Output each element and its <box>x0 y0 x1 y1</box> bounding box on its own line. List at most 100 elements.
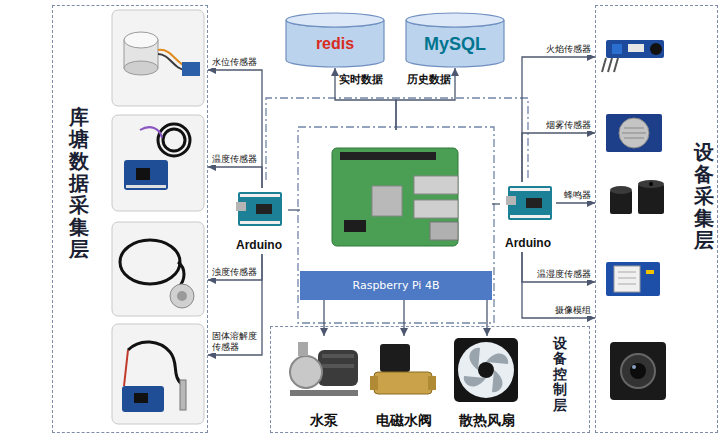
connector <box>556 202 595 203</box>
temperature-sensor-photo <box>112 115 204 211</box>
cooling-fan-photo <box>464 348 508 392</box>
layer-title: 库塘数据采集层 <box>69 106 89 260</box>
connector <box>522 133 595 182</box>
turbidity-sensor-photo <box>112 222 204 316</box>
database-cylinder: MySQL <box>405 12 505 68</box>
sensor-label: 火焰传感器 <box>546 44 591 55</box>
water-level-sensor-photo <box>112 10 204 106</box>
layer-band: 库塘数据采集层 <box>52 5 208 433</box>
temperature-sensor-photo <box>112 115 204 211</box>
smoke-sensor-photo <box>606 114 662 152</box>
turbidity-sensor-photo <box>120 240 180 284</box>
buzzer-photo <box>638 184 664 214</box>
humidity-sensor-photo <box>646 270 654 274</box>
arduino-board <box>510 215 550 218</box>
humidity-sensor-photo <box>606 262 660 296</box>
camera-photo <box>630 363 646 379</box>
water-level-sensor-photo <box>182 62 200 76</box>
connector <box>208 70 262 188</box>
cooling-fan-photo <box>454 338 518 402</box>
device-caption: Arduino <box>505 236 551 252</box>
raspberry-pi-board <box>332 148 458 246</box>
camera-photo <box>610 342 666 400</box>
connector <box>208 254 262 280</box>
water-pump-photo <box>322 364 354 368</box>
buzzer-photo <box>638 180 664 188</box>
flame-sensor-photo <box>612 44 622 54</box>
connector <box>288 209 300 210</box>
camera-photo <box>632 365 636 369</box>
layer-band: 设备控制层水泵 电磁水阀散热风扇 <box>270 326 590 433</box>
data-flow-label: 历史数据 <box>407 73 451 86</box>
connector <box>335 68 396 130</box>
turbidity-sensor-photo <box>112 222 204 316</box>
sensor-label: 温度传感器 <box>212 154 260 165</box>
sensor-label: 浊度传感器 <box>212 267 260 278</box>
water-pump-photo <box>322 354 354 358</box>
arduino-board <box>506 196 516 205</box>
temperature-sensor-photo <box>124 160 168 190</box>
device-caption: 水泵 <box>310 412 338 431</box>
connector <box>492 203 500 204</box>
tds-sensor-photo <box>124 350 128 386</box>
humidity-sensor-photo <box>606 262 660 296</box>
water-pump-photo <box>290 342 358 396</box>
device-node: 水泵 <box>283 336 365 431</box>
water-pump-photo <box>318 350 358 386</box>
camera-photo <box>621 354 655 388</box>
arduino-board <box>236 202 246 211</box>
arduino-board <box>510 188 550 191</box>
flame-sensor-photo <box>650 43 662 55</box>
buzzer-photo <box>649 182 653 186</box>
cylinder-outline <box>286 13 384 27</box>
connector <box>522 252 595 282</box>
board-name-bar: Raspberry Pi 4B <box>300 271 492 300</box>
temperature-sensor-photo <box>136 168 150 180</box>
sensor-label: 温湿度传感器 <box>537 269 591 280</box>
tds-sensor-photo <box>112 324 204 424</box>
water-level-sensor-photo <box>112 10 204 106</box>
flame-sensor-photo <box>606 40 664 58</box>
temperature-sensor-photo <box>140 127 162 138</box>
cooling-fan-photo <box>454 338 518 402</box>
arduino-board <box>256 204 272 214</box>
buzzer-photo <box>610 186 632 194</box>
temperature-sensor-photo <box>163 129 185 151</box>
cooling-fan-photo <box>458 342 514 398</box>
tds-sensor-photo <box>128 342 184 386</box>
water-pump-photo <box>290 390 358 396</box>
arduino-board <box>240 221 280 224</box>
turbidity-sensor-photo <box>177 291 187 301</box>
device-node: 电磁水阀 <box>369 336 439 431</box>
sensor-label: 摄像模组 <box>555 305 591 316</box>
tds-sensor-photo <box>122 386 164 412</box>
raspberry-pi-board <box>340 152 436 160</box>
smoke-sensor-photo <box>619 118 649 148</box>
sensor-label: 蜂鸣器 <box>564 190 591 201</box>
solenoid-valve-photo <box>428 376 436 390</box>
sensor-label: 水位传感器 <box>212 57 260 68</box>
data-flow-label: 实时数据 <box>339 73 383 86</box>
arduino-board <box>506 186 552 220</box>
cylinder-outline <box>406 13 504 27</box>
arduino-board <box>236 192 282 226</box>
database-logo-text: redis <box>316 35 354 53</box>
buzzer-photo <box>610 180 664 214</box>
water-level-sensor-photo <box>158 50 186 66</box>
layer-title: 设备控制层 <box>553 336 567 413</box>
raspberry-pi-board <box>372 186 402 216</box>
device-caption: Arduino <box>236 238 282 254</box>
connector <box>486 300 487 336</box>
solenoid-valve-photo <box>370 344 436 394</box>
humidity-sensor-photo <box>618 272 636 284</box>
dashdot-frame <box>298 127 494 323</box>
raspberry-pi-board <box>414 176 458 194</box>
water-level-sensor-photo <box>124 61 158 75</box>
cooling-fan-photo <box>478 362 494 378</box>
flame-sensor-photo <box>628 44 644 52</box>
connector <box>396 68 455 130</box>
water-level-sensor-photo <box>158 54 186 70</box>
layer-title: 设备采集层 <box>694 141 714 251</box>
device-node: 散热风扇 <box>447 336 527 431</box>
connector <box>208 254 262 355</box>
